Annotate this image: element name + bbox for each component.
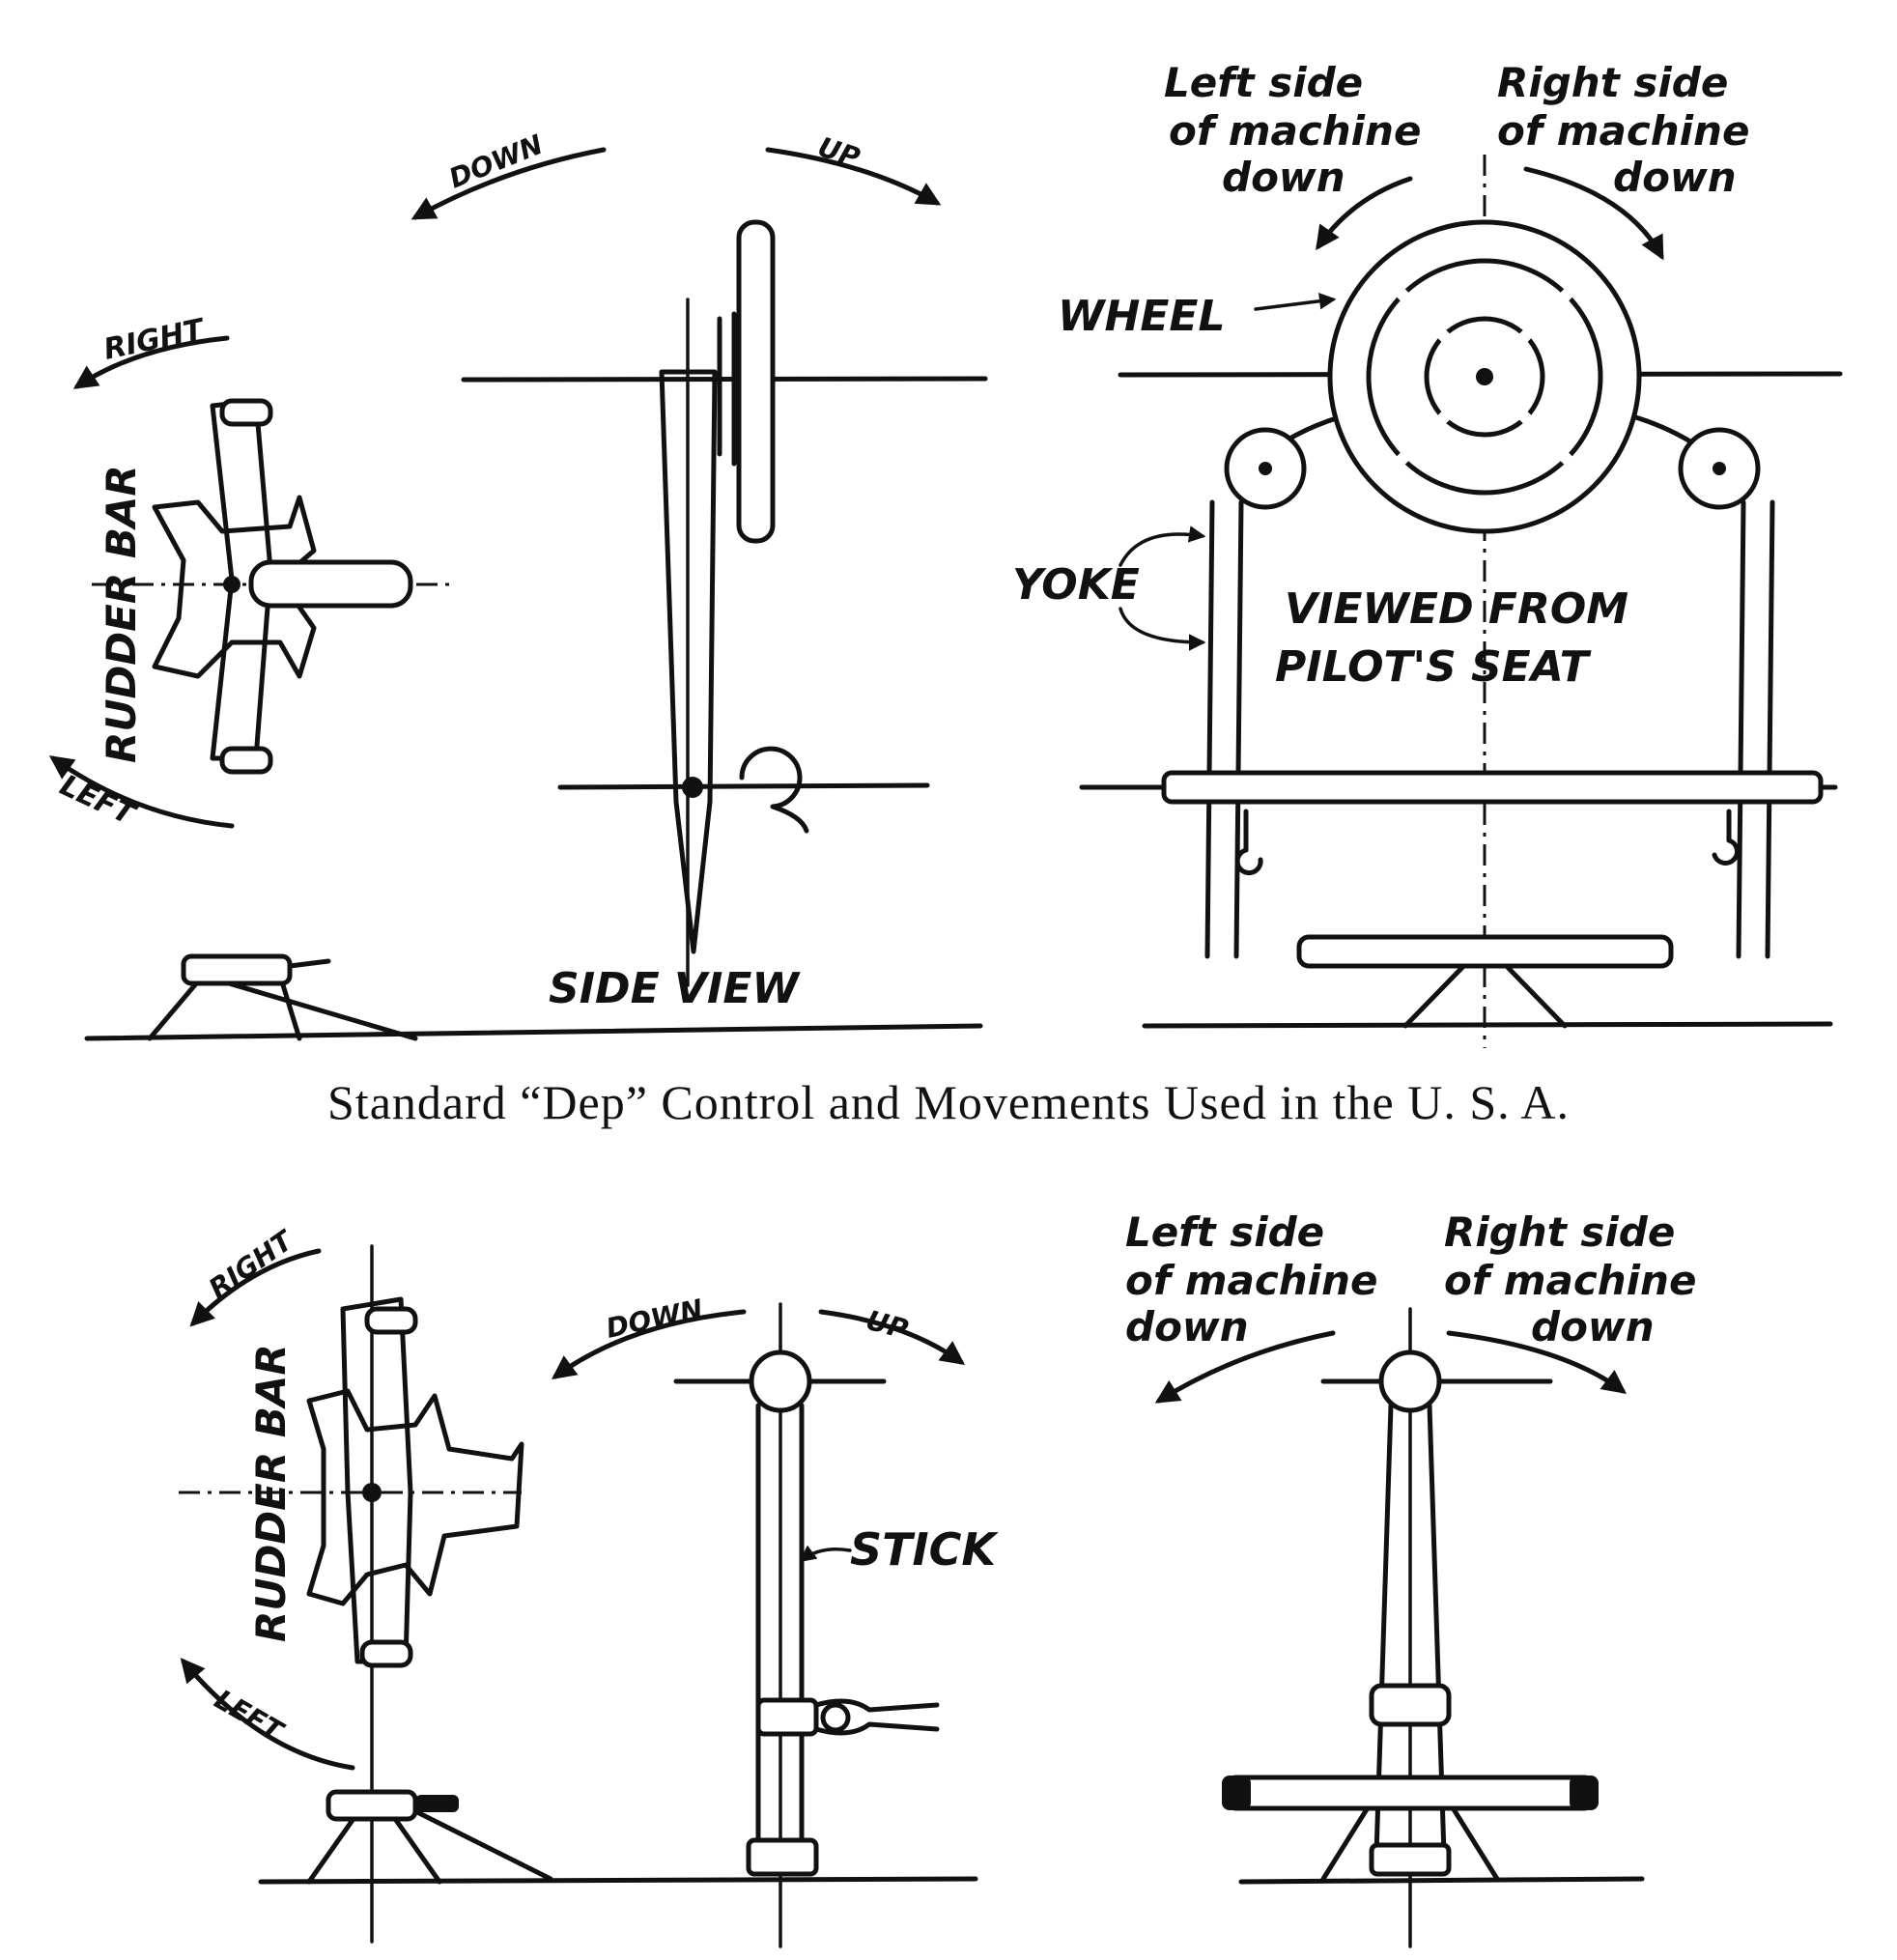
- bottom-front-stand: [1320, 1799, 1500, 1882]
- top-wheel-hub: [1424, 316, 1545, 438]
- bottom-stick-leader: [799, 1545, 852, 1563]
- bottom-rudder-bar: [340, 1296, 413, 1664]
- top-side-pivot: [682, 777, 703, 798]
- top-rudder-mount: [181, 953, 293, 986]
- bottom-front-left-line-2: of machine: [1125, 1257, 1377, 1304]
- bottom-rudder-right-arrow: [189, 1248, 322, 1327]
- top-side-view: DOWN UP SIDE VIEW: [411, 128, 988, 1013]
- bottom-rudder-mount: [326, 1789, 418, 1822]
- top-rudder-right-label: RIGHT: [100, 312, 209, 366]
- bottom-stick-cable: [813, 1698, 940, 1736]
- top-rudder-pivot: [223, 576, 241, 593]
- top-rudder-bar-label: RUDDER BAR: [98, 465, 145, 763]
- top-side-view-label: SIDE VIEW: [549, 964, 801, 1013]
- bottom-rudder-pedal-bottom: [359, 1639, 413, 1668]
- bottom-side-down-arrow: [551, 1309, 747, 1379]
- top-wheel-label: WHEEL: [1058, 292, 1226, 341]
- bottom-front-pedal-right: [1570, 1775, 1599, 1810]
- bottom-side-view: DOWN UP STICK: [551, 1292, 999, 1948]
- bottom-side-up-arrow: [818, 1309, 966, 1365]
- bottom-front-stick-collar: [1369, 1683, 1452, 1727]
- top-wheel-center: [1476, 368, 1493, 385]
- top-yoke-pulley-left-hub: [1259, 462, 1272, 475]
- top-side-up-arrow: [765, 147, 942, 206]
- top-rudder-shaft: [248, 559, 413, 609]
- bottom-front-right-line-2: of machine: [1444, 1257, 1696, 1304]
- bottom-stick-base: [746, 1837, 819, 1877]
- bottom-front-stick-base: [1369, 1842, 1452, 1877]
- bottom-floor-line: [258, 1876, 978, 1885]
- top-viewed-line-2: PILOT'S SEAT: [1275, 642, 1592, 692]
- top-side-column: [659, 369, 718, 954]
- top-front-floor-line: [1142, 1021, 1833, 1029]
- top-front-right-arrow: [1523, 166, 1664, 261]
- top-front-right-line-2: of machine: [1497, 107, 1749, 155]
- top-front-rudder-bar: [1296, 934, 1674, 969]
- top-side-wheel-edge: [736, 219, 776, 544]
- bottom-stick-collar: [755, 1697, 819, 1737]
- bottom-front-view: Left side of machine down Right side of …: [1125, 1208, 1696, 1948]
- top-rudder-pedal-bottom: [219, 746, 273, 775]
- top-side-cable-pulley: [739, 746, 809, 834]
- top-rudder-left-arrow: [48, 755, 235, 829]
- bottom-front-stick-grip: [1378, 1349, 1442, 1413]
- bottom-front-right-line-1: Right side: [1444, 1208, 1675, 1256]
- bottom-rudder-left-arrow: [180, 1658, 355, 1771]
- top-side-down-label: DOWN: [444, 128, 547, 195]
- top-side-horizontal-upper: [461, 376, 988, 383]
- bottom-front-floor-line: [1238, 1876, 1645, 1885]
- top-yoke-arms: [1204, 499, 1775, 959]
- top-front-left-line-1: Left side: [1164, 59, 1363, 106]
- bottom-rudder-mount-arm: [415, 1795, 459, 1812]
- bottom-front-rudder-bar: [1224, 1775, 1597, 1811]
- top-front-right-line-3: down: [1613, 154, 1737, 201]
- bottom-front-left-arrow: [1154, 1330, 1336, 1404]
- top-yoke-pulley-right-hub: [1713, 462, 1726, 475]
- bottom-stick-label: STICK: [850, 1523, 999, 1576]
- bottom-front-pedal-left: [1222, 1775, 1251, 1810]
- bottom-front-right-arrow: [1446, 1330, 1628, 1394]
- top-side-horizontal-lower: [557, 782, 930, 790]
- top-floor-line: [84, 1023, 983, 1041]
- top-rudder-crossbar: [152, 495, 317, 679]
- top-front-left-line-3: down: [1222, 154, 1345, 201]
- top-front-left-line-2: of machine: [1169, 107, 1421, 155]
- bottom-rudder-bar-plan: RIGHT LEFT RUDDER BAR: [179, 1224, 978, 1944]
- top-front-right-line-1: Right side: [1497, 59, 1728, 106]
- top-rudder-pedal-top: [219, 398, 273, 427]
- top-side-down-arrow: [411, 147, 607, 220]
- top-wheel-leader: [1254, 293, 1337, 311]
- top-yoke-leader-lower: [1118, 607, 1206, 651]
- top-front-left-arrow: [1316, 176, 1413, 251]
- top-rudder-right-arrow: [72, 335, 230, 389]
- top-viewed-line-1: VIEWED FROM: [1285, 584, 1628, 634]
- bottom-stick-grip: [749, 1349, 812, 1413]
- bottom-rudder-crossbar: [306, 1388, 524, 1606]
- top-yoke-hooks: [1234, 809, 1740, 876]
- top-rudder-mount-arm: [287, 958, 331, 969]
- top-yoke-label: YOKE: [1012, 560, 1140, 610]
- top-side-hub: [717, 311, 737, 467]
- bottom-rudder-pedal-top: [364, 1306, 418, 1335]
- top-rudder-bar-plan: RIGHT LEFT RUDDER BAR: [48, 312, 983, 1041]
- bottom-front-left-line-3: down: [1125, 1303, 1249, 1350]
- bottom-front-right-line-3: down: [1531, 1303, 1655, 1350]
- top-front-view: Left side of machine down Right side of …: [1012, 59, 1843, 1048]
- bottom-rudder-right-label: RIGHT: [203, 1224, 299, 1305]
- bottom-stick-cable-eye: [820, 1702, 851, 1733]
- bottom-side-down-label: DOWN: [604, 1292, 706, 1344]
- bottom-side-up-label: UP: [863, 1304, 912, 1346]
- figure-caption: Standard “Dep” Control and Movements Use…: [327, 1075, 1570, 1129]
- bottom-front-left-line-1: Left side: [1125, 1208, 1324, 1256]
- top-rudder-left-label: LEFT: [55, 769, 142, 834]
- top-yoke-leader-upper: [1118, 526, 1206, 567]
- top-yoke-crossbar: [1161, 770, 1824, 805]
- bottom-rudder-left-label: LEFT: [210, 1683, 290, 1747]
- top-wheel-inner-rim: [1366, 258, 1603, 496]
- bottom-rudder-pivot: [362, 1483, 382, 1502]
- bottom-stick-shaft: [755, 1403, 805, 1848]
